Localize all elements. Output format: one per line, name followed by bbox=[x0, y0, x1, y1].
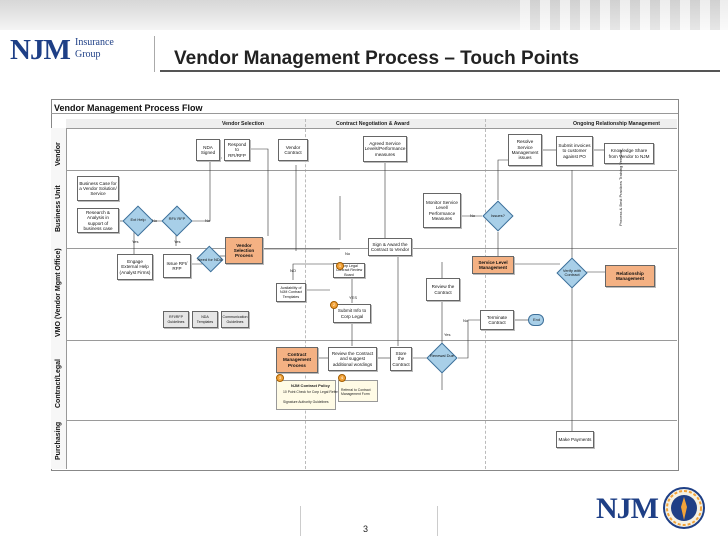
verify-contract-label: Verify with Contract bbox=[562, 268, 582, 278]
flow-title-rule bbox=[51, 113, 678, 114]
title-rule-accent bbox=[154, 36, 155, 72]
phase-ongoing-relationship: Ongoing Relationship Management bbox=[573, 121, 661, 127]
resolve-issues-box: Resolve Service Management issues bbox=[508, 134, 542, 166]
issue-rfi-box: Issue RFI/ RFP bbox=[163, 254, 191, 278]
phase-vendor-selection: Vendor Selection bbox=[222, 121, 265, 127]
yes-label-2: Yes bbox=[174, 239, 181, 244]
agreed-service-box: Agreed Service Levels/Performance measur… bbox=[363, 136, 407, 162]
terminate-contract-box: Terminate Contract bbox=[480, 310, 514, 330]
submit-invoices-box: Submit invoices to customer against PO bbox=[556, 136, 593, 166]
relationship-mgmt-box: Relationship Management bbox=[605, 265, 655, 287]
issues-label: Issues? bbox=[491, 213, 505, 218]
rfi-rfp-label: RFI/ RFP bbox=[168, 216, 186, 221]
ext-help-label: Ext Help bbox=[130, 217, 146, 222]
end-label: End bbox=[533, 317, 541, 322]
phase-header-bar bbox=[66, 119, 677, 129]
rfi-guidelines-box: RFI/RFP Guidelines bbox=[163, 311, 189, 328]
footer-logo: NJM bbox=[596, 482, 706, 532]
make-payments-box: Make Payments bbox=[556, 431, 594, 448]
research-box: Research & Analysis in support of busine… bbox=[77, 208, 119, 233]
respond-rfi-box: Respond to RFI/RFP bbox=[224, 139, 250, 161]
service-level-mgmt-box: Service Level Management bbox=[472, 256, 514, 274]
lane-label-column bbox=[51, 128, 67, 469]
phase-contract-negotiation: Contract Negotiation & Award bbox=[336, 121, 410, 127]
logo-sub2: Group bbox=[75, 49, 101, 60]
footer-divider bbox=[300, 506, 438, 536]
yes-label-1: Yes bbox=[132, 239, 139, 244]
review-contract-legal-box: Review the Contract and suggest addition… bbox=[328, 347, 377, 371]
logo-main: NJM bbox=[10, 34, 71, 66]
njm-logo: NJM Insurance Group bbox=[10, 34, 122, 68]
badge-3: 3 bbox=[276, 374, 284, 382]
logo-sub1: Insurance bbox=[75, 37, 114, 48]
best-practices-text: Process & Best Practices Training Vendor… bbox=[618, 149, 623, 226]
policy-item2: Signature Authority Guidelines bbox=[283, 400, 329, 404]
referral-form-note: Referral to Contract Management Form bbox=[338, 380, 378, 402]
nda-signed-box: NDA Signed bbox=[196, 139, 220, 161]
no-label-3: NO bbox=[290, 268, 296, 273]
badge-1: 1 bbox=[336, 262, 344, 270]
end-terminator: End bbox=[528, 314, 544, 326]
no-label-1: No bbox=[152, 218, 158, 223]
badge-2: 2 bbox=[330, 301, 338, 309]
footer-logo-text: NJM bbox=[596, 492, 659, 525]
business-case-box: Business Case for a Vendor Solution/ Ser… bbox=[77, 176, 119, 201]
no-label-5: No bbox=[470, 213, 476, 218]
review-contract-vmo-box: Review the Contract bbox=[426, 278, 460, 301]
no-label-2: No bbox=[205, 218, 211, 223]
seal-icon bbox=[663, 487, 705, 529]
policy-note: NJM Contract Policy 10 Point Check for C… bbox=[276, 380, 341, 410]
policy-item1: 10 Point Check for Corp Legal Referral bbox=[283, 390, 342, 394]
flow-title: Vendor Management Process Flow bbox=[54, 103, 203, 113]
contract-mgmt-process-box: Contract Management Process bbox=[276, 347, 318, 373]
renewal-due-label: Renewal Due bbox=[429, 353, 454, 358]
communication-guidelines-box: Communication Guidelines bbox=[221, 311, 249, 328]
yes-label-3: YES bbox=[349, 295, 358, 300]
lane-divider-3 bbox=[66, 340, 677, 341]
no-label-6: No bbox=[345, 251, 351, 256]
slide-title: Vendor Management Process – Touch Points bbox=[174, 48, 580, 69]
vendor-selection-process-box: Vendor Selection Process bbox=[225, 237, 263, 264]
nda-templates-box: NDA Templates bbox=[192, 311, 218, 328]
store-contract-box: Store the Contract bbox=[390, 347, 412, 371]
engage-help-box: Engage External Help (Analyst Firms) bbox=[117, 254, 153, 280]
lane-divider-4 bbox=[66, 420, 677, 421]
policy-title: NJM Contract Policy bbox=[291, 383, 330, 388]
referral-form-text: Referral to Contract Management Form bbox=[341, 388, 371, 397]
need-nda-label: Need for NDA bbox=[197, 257, 223, 262]
lane-divider-1 bbox=[66, 170, 677, 171]
monitor-service-box: Monitor Service Level/ Performance Measu… bbox=[423, 193, 461, 228]
submit-legal-box: Submit Info to Corp Legal bbox=[333, 304, 371, 323]
availability-templates-box: Availability of NJM Contract Templates bbox=[276, 283, 306, 302]
phase-divider-2 bbox=[485, 119, 486, 469]
no-label-4: No bbox=[463, 318, 469, 323]
title-rule bbox=[160, 70, 720, 72]
vendor-contract-box: Vendor Contract bbox=[278, 139, 308, 161]
top-band-pattern bbox=[520, 0, 728, 30]
knowledge-share-box: Knowledge Share from Vendor to NJM bbox=[604, 143, 654, 164]
sign-award-box: Sign & Award the Contract to Vendor bbox=[368, 238, 412, 256]
page-number: 3 bbox=[363, 524, 369, 534]
yes-label-4: Yes bbox=[444, 332, 451, 337]
badge-4: 4 bbox=[338, 374, 346, 382]
